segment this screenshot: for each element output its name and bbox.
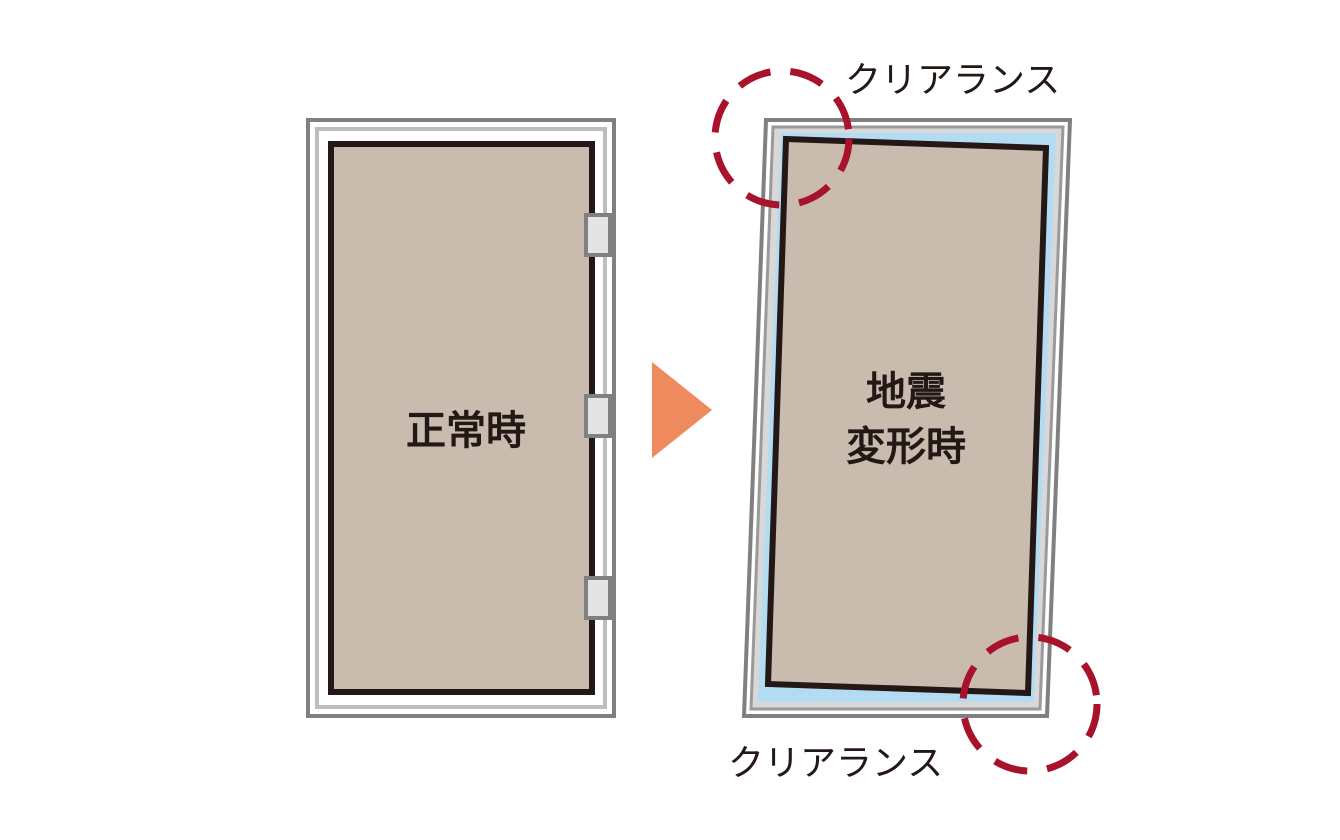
deformed-door-leaf xyxy=(764,135,1050,697)
normal-door-label: 正常時 xyxy=(406,408,526,454)
hinge-middle xyxy=(584,394,612,438)
clearance-label-bottom: クリアランス xyxy=(728,743,943,784)
clearance-circle-top xyxy=(711,67,853,209)
clearance-circle-bottom xyxy=(959,633,1101,775)
normal-door-group: 正常時 xyxy=(306,118,616,718)
normal-door-leaf xyxy=(328,141,595,695)
clearance-label-top: クリアランス xyxy=(845,60,1060,101)
deformed-door-group: 地震 変形時 xyxy=(741,118,1073,718)
deformed-door-label-line1: 地震 xyxy=(866,369,946,415)
hinge-top xyxy=(584,213,612,257)
hinge-bottom xyxy=(584,576,612,620)
deformed-door-label-line2: 変形時 xyxy=(846,424,966,470)
triangle-right-icon xyxy=(652,362,712,458)
